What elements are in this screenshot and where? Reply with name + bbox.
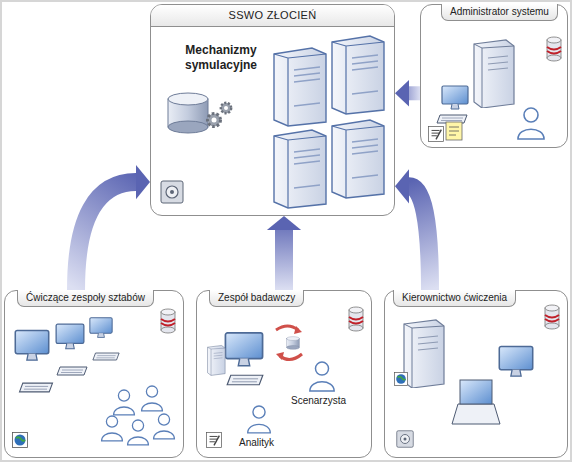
arrow-head [136, 165, 150, 199]
module-label: Mechanizmy symulacyjne [169, 43, 273, 73]
box-heading: Administrator systemu [441, 4, 558, 21]
text-label: Mechanizmy symulacyjne [185, 43, 257, 72]
text-label: Zespół badawczy [218, 292, 295, 303]
arrow-shaft [409, 186, 430, 290]
participant-box: Zespół badawczyScenarzystaAnalityk [196, 290, 372, 458]
text-label: Scenarzysta [291, 395, 346, 406]
box-heading: Kierownictwo ćwiczenia [393, 290, 516, 307]
text-label: SSWO ZŁOCIEŃ [229, 9, 317, 21]
role-label: Analityk [239, 437, 274, 448]
text-label: Analityk [239, 437, 274, 448]
arrow-shaft [76, 182, 136, 290]
arrow-head [395, 80, 409, 107]
participant-box: Ćwiczące zespoły sztabów [4, 290, 184, 458]
box-heading: SSWO ZŁOCIEŃ [151, 5, 394, 27]
box-heading: Ćwiczące zespoły sztabów [17, 290, 154, 307]
block-arrow [76, 165, 150, 290]
system-box: SSWO ZŁOCIEŃ Mechanizmy symulacyjne [150, 4, 395, 216]
arrow-head [267, 216, 301, 230]
block-arrow [395, 80, 420, 107]
block-arrow [395, 169, 430, 290]
role-label: Scenarzysta [291, 395, 346, 406]
block-arrow [267, 216, 301, 290]
participant-box: Kierownictwo ćwiczenia [384, 290, 568, 458]
text-label: Ćwiczące zespoły sztabów [26, 292, 145, 303]
text-label: Kierownictwo ćwiczenia [402, 292, 507, 303]
box-heading: Zespół badawczy [209, 290, 304, 307]
arrow-shaft [275, 230, 293, 290]
arrow-head [395, 169, 409, 203]
participant-box: Administrator systemu [420, 4, 568, 148]
text-label: Administrator systemu [450, 6, 549, 17]
arrow-shaft [409, 86, 420, 100]
